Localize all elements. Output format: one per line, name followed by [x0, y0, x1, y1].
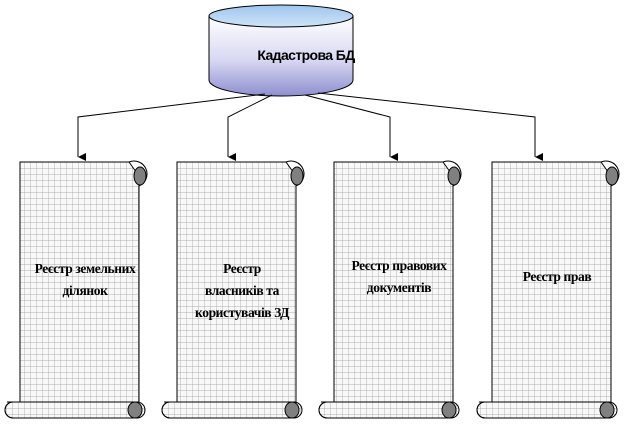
registry-label-owners-users: Реєстр власників та користувачів ЗД [195, 261, 289, 320]
registry-label-legal-documents: Реєстр правових документів [351, 258, 447, 295]
connector-1 [77, 93, 266, 161]
database-label: Кадастрова БД [257, 47, 355, 63]
scroll-bottom-curl-shade [284, 401, 300, 419]
registry-label-rights: Реєстр прав [522, 269, 592, 284]
connector-3 [304, 94, 398, 161]
scroll-bottom-left-curl [4, 401, 14, 419]
scroll-bottom-left-curl [161, 401, 171, 419]
connector-4 [317, 92, 543, 161]
registry-scroll-rights [476, 160, 620, 419]
registry-scroll-legal-documents [318, 160, 462, 419]
database-cylinder: Кадастрова БД [208, 4, 356, 97]
scroll-top-curl-shade [605, 166, 619, 186]
registry-label-land-parcels: Реєстр земельних ділянок [34, 261, 136, 298]
connector-2 [227, 94, 273, 161]
scroll-bottom-curl-shade [127, 401, 143, 419]
scroll-bottom-roll [4, 401, 146, 419]
connectors [77, 92, 543, 161]
scroll-top-curl-shade [290, 166, 304, 186]
scroll-bottom-left-curl [318, 401, 328, 419]
scroll-top-curl-shade [133, 166, 147, 186]
registry-scrolls [4, 160, 620, 419]
scroll-bottom-roll [476, 401, 618, 419]
cylinder-body [208, 16, 354, 97]
scroll-bottom-left-curl [476, 401, 486, 419]
registry-scroll-land-parcels [4, 160, 148, 419]
scroll-bottom-curl-shade [441, 401, 457, 419]
scroll-bottom-roll [161, 401, 303, 419]
registry-scroll-owners-users [161, 160, 305, 419]
scroll-bottom-roll [318, 401, 460, 419]
scroll-bottom-curl-shade [599, 401, 615, 419]
scroll-top-curl-shade [447, 166, 461, 186]
cylinder-top [208, 4, 354, 28]
